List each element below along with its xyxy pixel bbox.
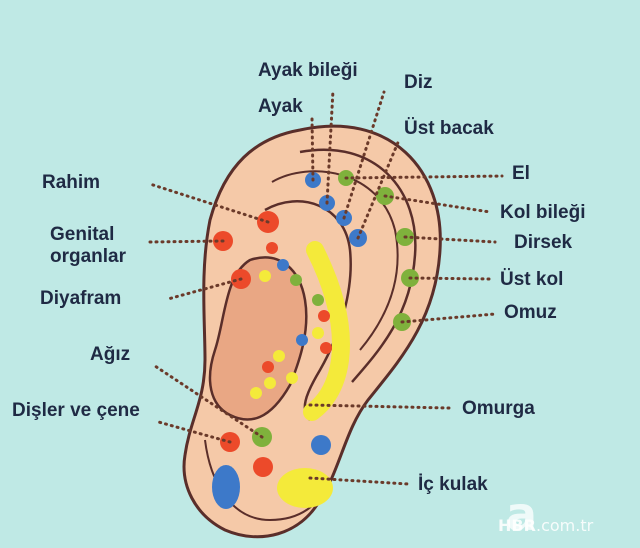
label-el: El <box>512 163 530 184</box>
point-a3 <box>290 274 302 286</box>
inner-ear-zone <box>277 468 333 508</box>
point-c2 <box>273 350 285 362</box>
ear-outer-shape <box>182 124 442 539</box>
watermark-domain: .com.tr <box>536 516 594 535</box>
watermark-brand: HBR <box>498 516 536 535</box>
label-ayak: Ayak <box>258 96 303 117</box>
point-c6 <box>262 361 274 373</box>
watermark-letter: a <box>506 487 538 541</box>
point-c3 <box>286 372 298 384</box>
point-a1 <box>266 242 278 254</box>
point-b4 <box>320 342 332 354</box>
ear-antihelix <box>264 200 352 421</box>
label-rahim: Rahim <box>42 172 101 193</box>
label-omuz: Omuz <box>504 302 557 323</box>
ear-helix-rim <box>299 148 417 383</box>
ear-helix-inner <box>271 170 399 351</box>
lobe-zone-blue <box>212 465 240 509</box>
point-lobe-red <box>253 457 273 477</box>
ear-concha <box>208 256 308 421</box>
label-ayak-bilegi: Ayak bileği <box>258 60 358 81</box>
label-dirsek: Dirsek <box>514 232 573 253</box>
label-ust-bacak: Üst bacak <box>404 118 494 139</box>
label-ic-kulak: İç kulak <box>418 474 488 495</box>
point-a2 <box>277 259 289 271</box>
point-a4 <box>259 270 271 282</box>
label-kol-bilegi: Kol bileği <box>500 202 586 223</box>
point-b2 <box>318 310 330 322</box>
label-genital-organlar: Genital organlar <box>50 224 127 267</box>
label-disler-ve-cene: Dişler ve çene <box>12 400 140 421</box>
label-omurga: Omurga <box>462 398 535 419</box>
label-ust-kol: Üst kol <box>500 269 564 290</box>
watermark: a HBR .com.tr <box>478 487 638 543</box>
point-c4 <box>264 377 276 389</box>
point-b1 <box>312 294 324 306</box>
label-agiz: Ağız <box>90 344 131 365</box>
spine-zone <box>303 241 350 421</box>
point-lobe-blue <box>311 435 331 455</box>
point-b3 <box>312 327 324 339</box>
point-c5 <box>250 387 262 399</box>
label-diyafram: Diyafram <box>40 288 122 309</box>
leader-lines <box>148 88 504 486</box>
point-c1 <box>296 334 308 346</box>
label-diz: Diz <box>404 72 433 93</box>
